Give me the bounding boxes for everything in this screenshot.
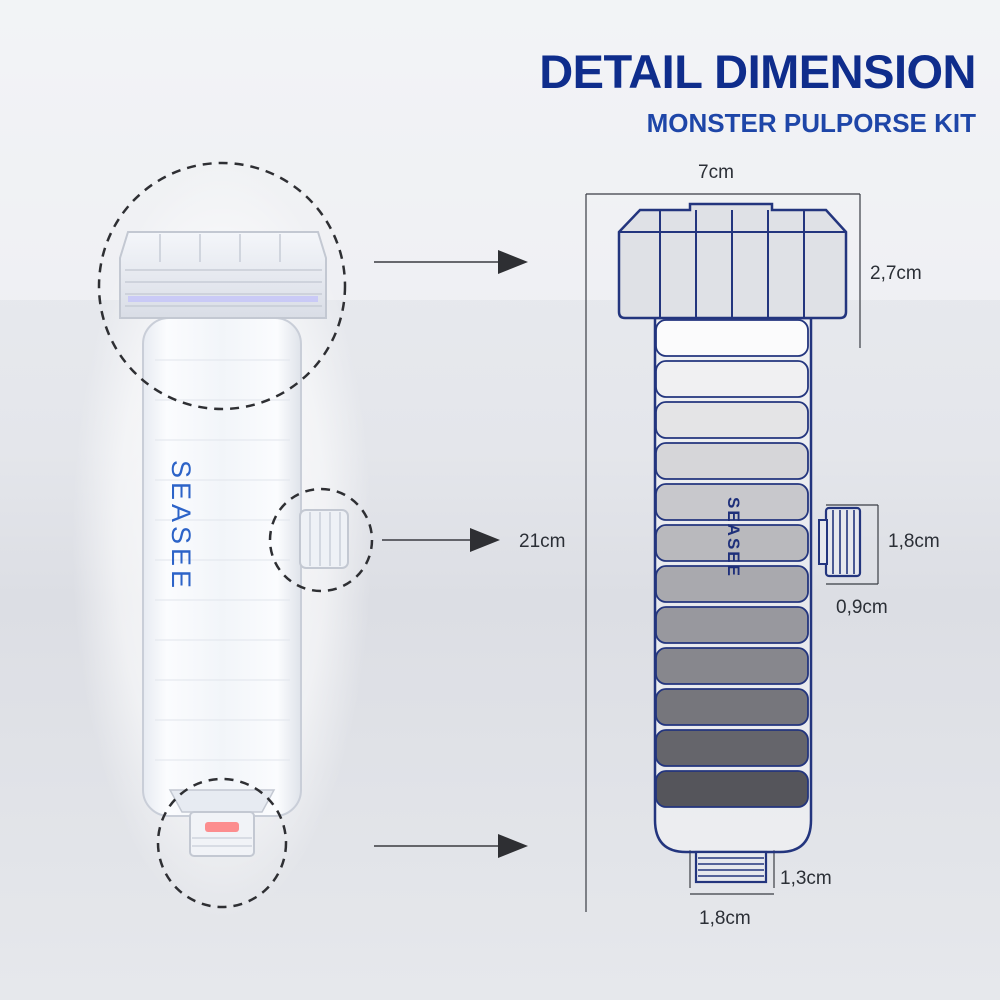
brand-label-diagram: SEASEE <box>724 497 743 578</box>
dimension-bottom-port-height-label: 1,3cm <box>780 868 832 889</box>
arrow-bottom-port <box>374 834 528 858</box>
filter-segments <box>655 319 809 808</box>
diagram-bottom-port <box>694 850 768 884</box>
photo-side-port <box>299 509 349 569</box>
highlight-circle-side-port <box>268 487 374 593</box>
dimension-total-height-label: 21cm <box>519 531 566 552</box>
dimension-side-port-depth-label: 0,9cm <box>836 597 888 618</box>
arrow-side-port <box>382 528 500 552</box>
page-subtitle: MONSTER PULPORSE KIT <box>646 108 976 138</box>
dimension-lines <box>585 193 879 912</box>
photo-cap <box>119 231 327 319</box>
dimension-cap-height-label: 2,7cm <box>870 263 922 284</box>
arrow-cap <box>374 250 528 274</box>
dimension-width-label: 7cm <box>698 162 734 183</box>
highlight-circle-cap <box>97 161 347 411</box>
product-photo <box>72 160 372 920</box>
brand-label-photo: SEASEE <box>166 460 196 593</box>
dimension-side-port-height-label: 1,8cm <box>888 531 940 552</box>
page-title: DETAIL DIMENSION <box>539 45 976 98</box>
dimension-bottom-port-width-label: 1,8cm <box>699 908 751 929</box>
highlight-circle-bottom-port <box>156 777 288 909</box>
photo-bottom-port <box>189 811 255 857</box>
diagram-side-port <box>824 506 862 578</box>
technical-diagram <box>585 193 879 912</box>
